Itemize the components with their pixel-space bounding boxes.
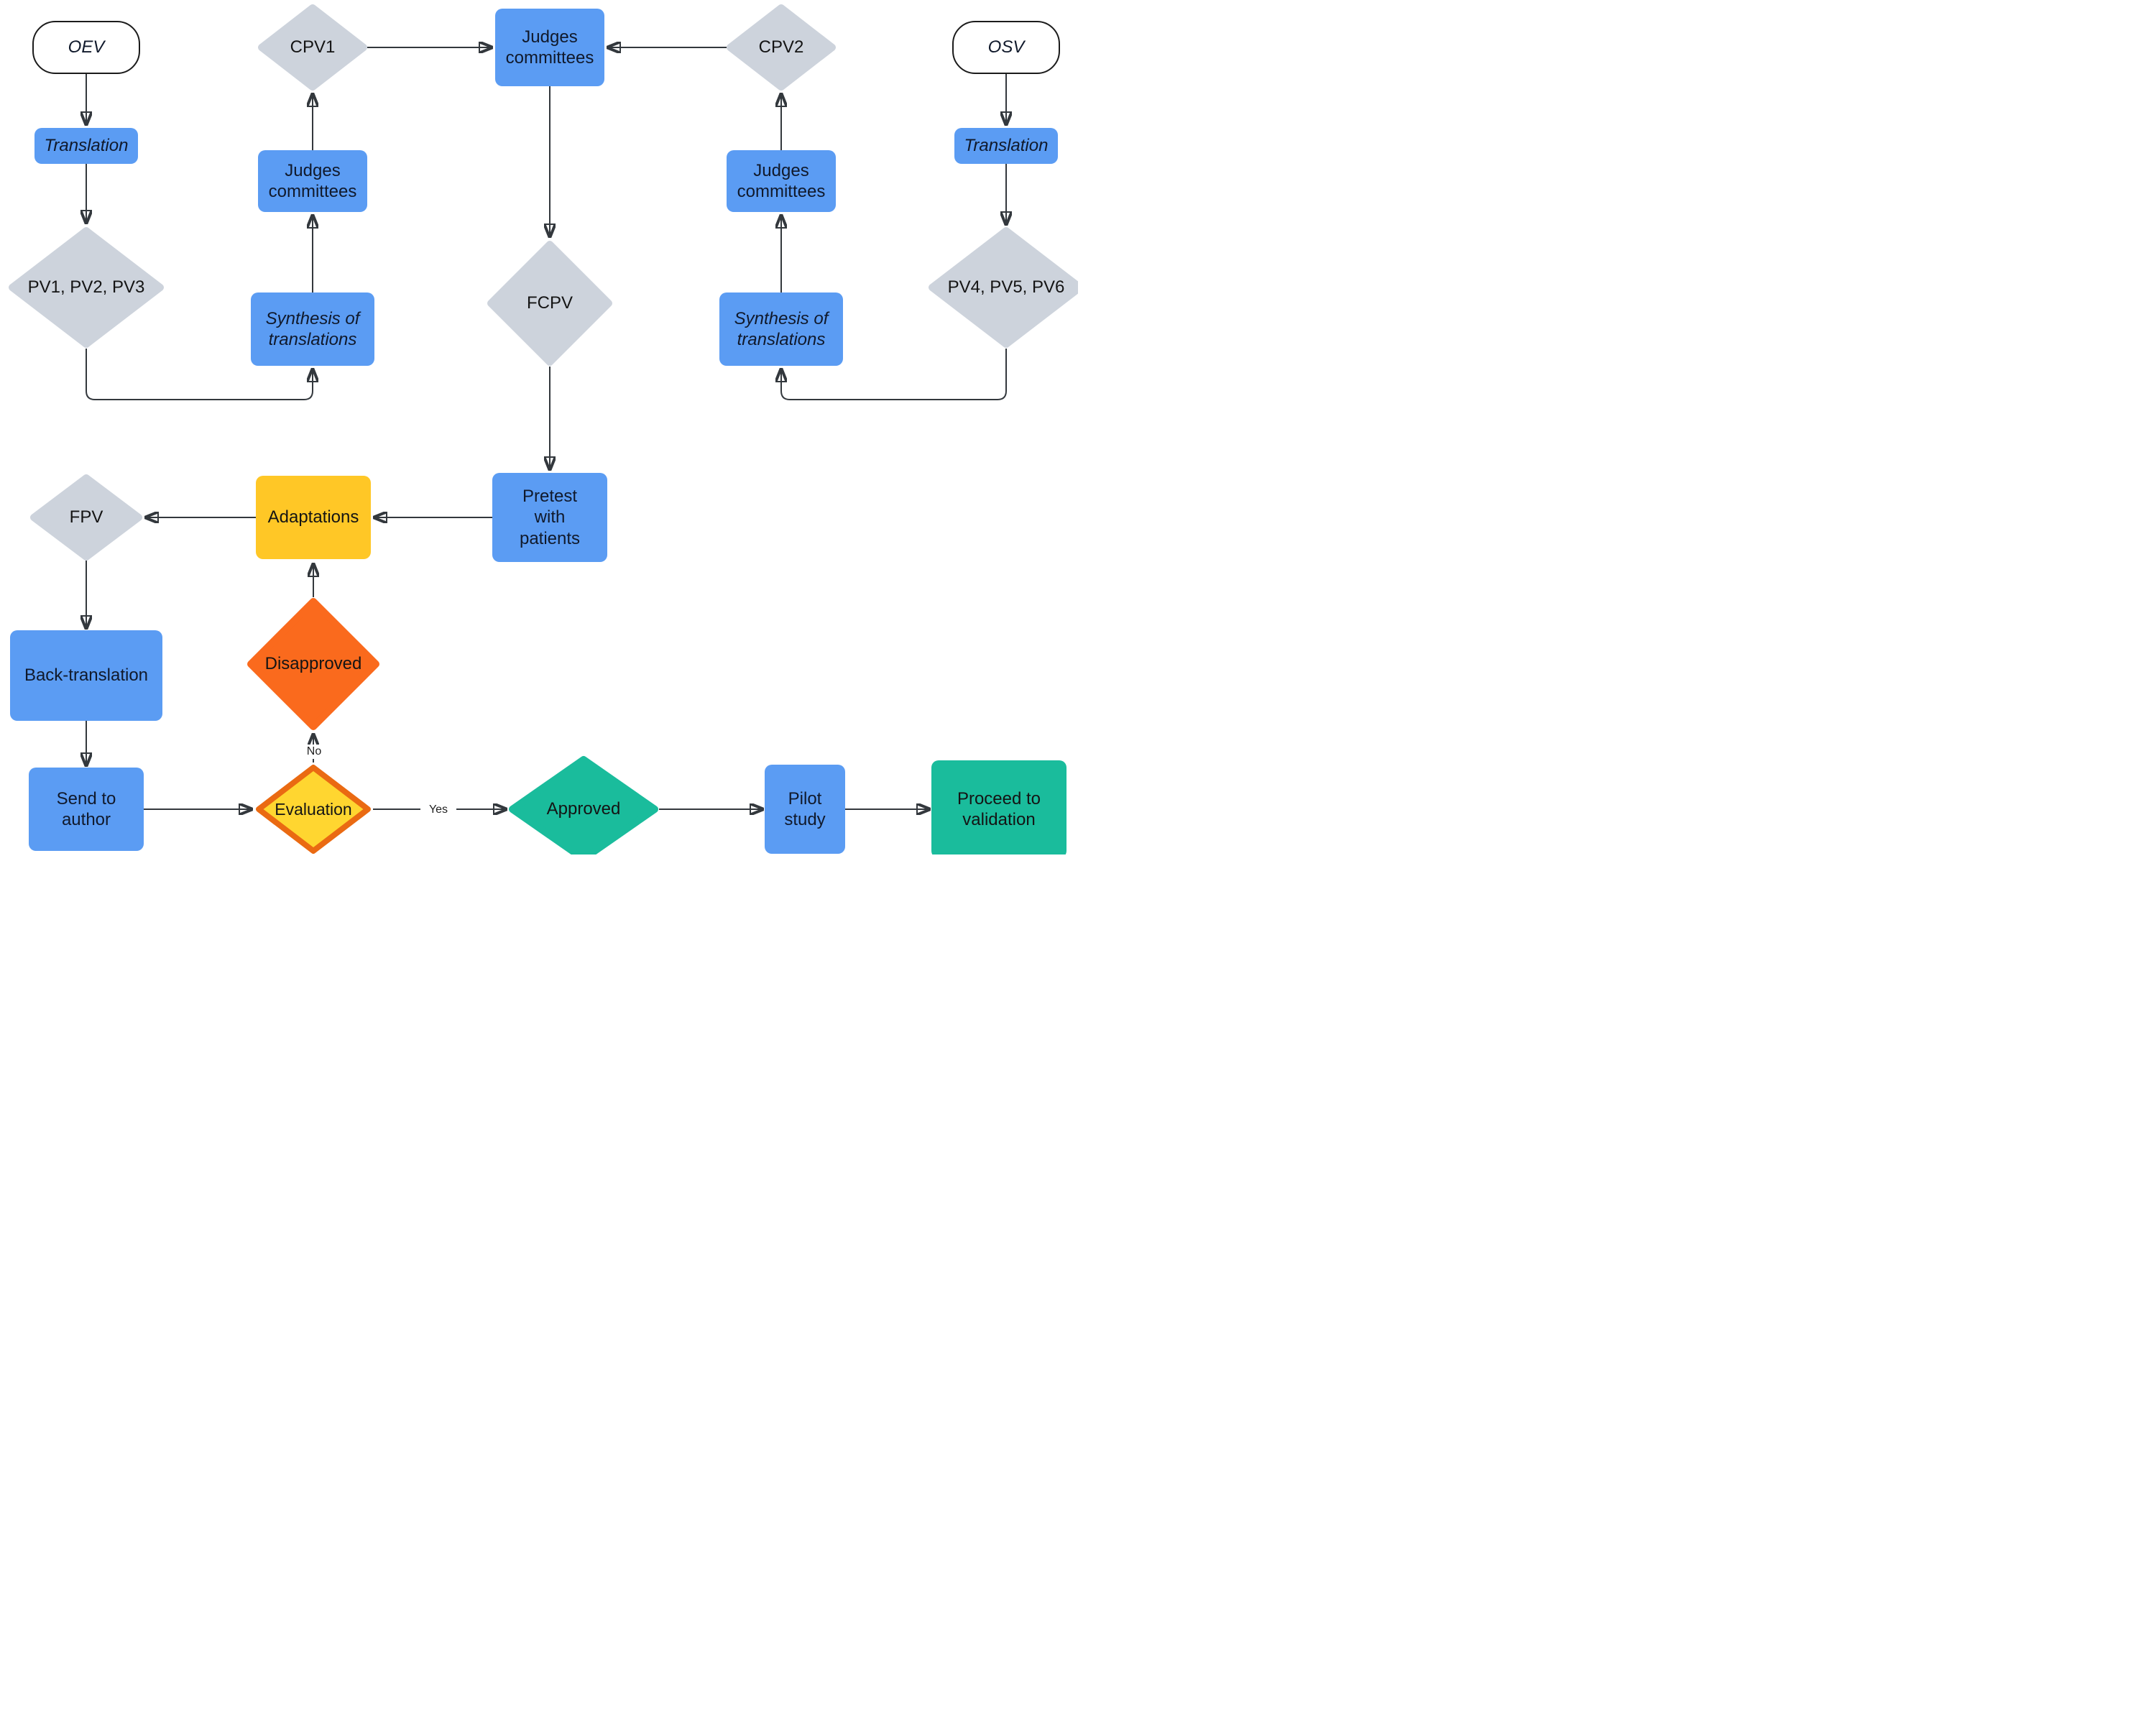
- node-pretest-with-patients: Pretest with patients: [492, 473, 607, 562]
- node-proceed-to-validation-label: Proceed to validation: [957, 788, 1041, 829]
- diamond-shape: [487, 241, 612, 366]
- node-judges-committees-top-label: Judges committees: [505, 27, 594, 68]
- diamond-shape: [929, 227, 1078, 348]
- node-judges-committees-left: Judges committees: [258, 150, 367, 212]
- node-adaptations-label: Adaptations: [267, 507, 359, 528]
- node-judges-committees-right: Judges committees: [727, 150, 836, 212]
- node-judges-committees-top: Judges committees: [495, 9, 604, 86]
- node-approved: Approved: [508, 755, 659, 854]
- node-pilot-study-label: Pilot study: [784, 788, 826, 829]
- node-oev-label: OEV: [68, 37, 105, 57]
- diamond-shape: [258, 4, 367, 91]
- node-synthesis-left: Synthesis of translations: [251, 292, 374, 366]
- node-judges-committees-right-label: Judges committees: [737, 160, 826, 201]
- node-adaptations: Adaptations: [256, 476, 371, 559]
- node-evaluation: Evaluation: [254, 763, 373, 854]
- node-send-to-author: Send to author: [29, 768, 144, 851]
- flowchart-canvas: OEV OSV Translation Translation Synthesi…: [0, 0, 1078, 854]
- node-translation-right-label: Translation: [964, 136, 1049, 156]
- node-synthesis-right: Synthesis of translations: [719, 292, 843, 366]
- node-disapproved: Disapproved: [247, 597, 380, 731]
- node-fcpv: FCPV: [487, 240, 613, 367]
- node-back-translation: Back-translation: [10, 630, 162, 721]
- edge-label-yes: Yes: [420, 803, 456, 817]
- node-translation-left: Translation: [34, 128, 138, 164]
- node-translation-left-label: Translation: [44, 136, 129, 156]
- node-pilot-study: Pilot study: [765, 765, 845, 854]
- node-cpv1: CPV1: [258, 4, 367, 91]
- node-translation-right: Translation: [954, 128, 1058, 164]
- diamond-shape: [247, 598, 379, 730]
- diamond-shape: [256, 765, 371, 854]
- node-send-to-author-label: Send to author: [56, 788, 116, 829]
- connector-lines: [0, 0, 1078, 854]
- node-pv1-pv2-pv3: PV1, PV2, PV3: [8, 226, 165, 349]
- node-proceed-to-validation: Proceed to validation: [931, 760, 1067, 854]
- node-osv: OSV: [952, 21, 1060, 74]
- node-fpv: FPV: [30, 474, 142, 561]
- node-pretest-with-patients-label: Pretest with patients: [519, 487, 581, 548]
- diamond-shape: [509, 756, 658, 854]
- node-judges-committees-left-label: Judges committees: [268, 160, 357, 201]
- node-back-translation-label: Back-translation: [24, 665, 149, 686]
- node-cpv2: CPV2: [727, 4, 836, 91]
- node-synthesis-left-label: Synthesis of translations: [265, 308, 360, 349]
- node-synthesis-right-label: Synthesis of translations: [734, 308, 829, 349]
- node-pv4-pv5-pv6: PV4, PV5, PV6: [928, 226, 1078, 349]
- diamond-shape: [9, 227, 164, 348]
- diamond-shape: [727, 4, 836, 91]
- node-osv-label: OSV: [987, 37, 1025, 57]
- node-oev: OEV: [32, 21, 140, 74]
- edge-label-no: No: [300, 745, 328, 759]
- diamond-shape: [30, 474, 142, 561]
